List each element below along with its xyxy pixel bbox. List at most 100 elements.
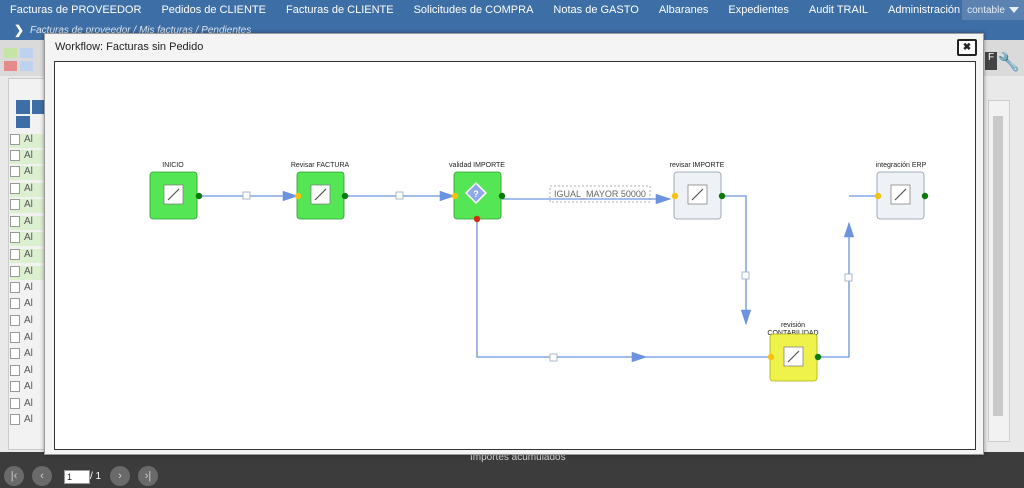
grid-icon[interactable] — [32, 100, 46, 114]
filter-button[interactable]: F — [985, 52, 997, 70]
svg-text:?: ? — [473, 189, 479, 199]
view-tile-icon[interactable] — [20, 61, 33, 71]
list-item-label: Al — [24, 381, 33, 393]
nav-administracion[interactable]: Administración — [888, 4, 961, 16]
list-item-label: Al — [24, 315, 33, 327]
nav-albaranes[interactable]: Albaranes — [658, 4, 709, 16]
list-item-label: Al — [24, 166, 33, 178]
document-icon — [10, 134, 20, 145]
list-item[interactable]: Al — [10, 348, 46, 362]
list-item[interactable]: Al — [10, 315, 46, 329]
output-port[interactable] — [718, 192, 726, 200]
input-port[interactable] — [671, 192, 679, 200]
edge-revisarimporte-contabilidad[interactable] — [722, 195, 752, 326]
document-icon — [10, 298, 20, 309]
nav-solicitudes-compra[interactable]: Solicitudes de COMPRA — [413, 4, 534, 16]
document-icon — [10, 414, 20, 425]
list-item[interactable]: Al — [10, 166, 46, 180]
condition-box[interactable] — [549, 185, 651, 203]
edge-handle[interactable] — [242, 191, 251, 200]
input-port[interactable] — [874, 192, 882, 200]
list-item-label: Al — [24, 249, 33, 261]
nav-audit-trail[interactable]: Audit TRAIL — [808, 4, 869, 16]
wrench-icon[interactable]: 🔧 — [997, 52, 1020, 72]
edge-handle[interactable] — [395, 191, 404, 200]
node-revision-contabilidad[interactable] — [767, 333, 822, 382]
page-input[interactable]: 1 — [64, 470, 90, 484]
workflow-canvas: IGUAL_MAYOR 50000 INICIO Revisar FACTURA… — [54, 61, 976, 450]
edge-handle[interactable] — [549, 353, 558, 362]
document-icon — [10, 199, 20, 210]
close-button[interactable]: ✖ — [957, 39, 977, 56]
nav-facturas-cliente[interactable]: Facturas de CLIENTE — [286, 4, 394, 16]
list-item[interactable]: Al — [10, 266, 46, 280]
edge-contabilidad-erp[interactable] — [819, 221, 855, 358]
node-validad-importe[interactable]: ? — [451, 171, 506, 223]
list-item[interactable]: Al — [10, 249, 46, 263]
output-port[interactable] — [195, 192, 203, 200]
list-item[interactable]: Al — [10, 332, 46, 346]
nav-notas-gasto[interactable]: Notas de GASTO — [553, 4, 639, 16]
breadcrumb[interactable]: Facturas de proveedor / Mis facturas / P… — [30, 25, 252, 36]
first-page-button[interactable]: |‹ — [4, 466, 24, 486]
document-icon — [10, 282, 20, 293]
edge-handle[interactable] — [844, 273, 853, 282]
nav-pedidos-cliente[interactable]: Pedidos de CLIENTE — [161, 4, 266, 16]
document-icon — [10, 266, 20, 277]
list-item-label: Al — [24, 266, 33, 278]
nav-facturas-proveedor[interactable]: Facturas de PROVEEDOR — [10, 4, 142, 16]
list-item[interactable]: Al — [10, 199, 46, 213]
node-revisar-factura[interactable] — [294, 171, 349, 220]
document-icon — [10, 150, 20, 161]
document-icon — [10, 381, 20, 392]
nav-expedientes[interactable]: Expedientes — [728, 4, 789, 16]
input-port[interactable] — [294, 192, 302, 200]
list-item[interactable]: Al — [10, 381, 46, 395]
bottom-bar — [0, 452, 1024, 488]
node-revisar-importe[interactable] — [671, 171, 726, 220]
list-item[interactable]: Al — [10, 183, 46, 197]
output-port[interactable] — [498, 192, 506, 200]
chevron-right-icon: ❯ — [14, 23, 25, 37]
document-icon — [10, 365, 20, 376]
node-label-revision: revisión — [781, 322, 805, 329]
prev-page-button[interactable]: ‹ — [32, 466, 52, 486]
edge-handle[interactable] — [741, 271, 750, 280]
grid-icon[interactable] — [16, 116, 30, 128]
output-port[interactable] — [921, 192, 929, 200]
list-item-label: Al — [24, 134, 33, 146]
user-menu[interactable]: contable — [962, 0, 1024, 20]
list-item[interactable]: Al — [10, 216, 46, 230]
edge-handles — [242, 191, 853, 362]
edge-validad-contabilidad[interactable] — [476, 220, 648, 363]
top-nav: Facturas de PROVEEDOR Pedidos de CLIENTE… — [0, 0, 1024, 20]
node-inicio[interactable] — [149, 171, 203, 220]
next-page-button[interactable]: › — [110, 466, 130, 486]
input-port[interactable] — [451, 192, 459, 200]
last-page-button[interactable]: ›| — [138, 466, 158, 486]
list-item[interactable]: Al — [10, 150, 46, 164]
node-integracion-erp[interactable] — [874, 171, 929, 220]
output-port[interactable] — [341, 192, 349, 200]
input-port[interactable] — [767, 353, 775, 361]
list-item[interactable]: Al — [10, 298, 46, 312]
document-icon — [10, 398, 20, 409]
list-item[interactable]: Al — [10, 398, 46, 412]
document-icon — [10, 348, 20, 359]
scrollbar[interactable] — [993, 116, 1003, 416]
view-tile-icon[interactable] — [4, 48, 17, 58]
output-port[interactable] — [814, 353, 822, 361]
view-tile-icon[interactable] — [20, 48, 33, 58]
list-item[interactable]: Al — [10, 414, 46, 428]
list-item[interactable]: Al — [10, 282, 46, 296]
node-label-integracion-erp: integración ERP — [876, 162, 927, 169]
node-label-inicio: INICIO — [162, 162, 184, 169]
chevron-down-icon — [1008, 7, 1019, 13]
reject-port[interactable] — [473, 215, 481, 223]
list-item[interactable]: Al — [10, 134, 46, 148]
document-icon — [10, 183, 20, 194]
list-item[interactable]: Al — [10, 365, 46, 379]
grid-icon[interactable] — [16, 100, 30, 114]
list-item[interactable]: Al — [10, 232, 46, 246]
view-tile-icon[interactable] — [4, 61, 17, 71]
